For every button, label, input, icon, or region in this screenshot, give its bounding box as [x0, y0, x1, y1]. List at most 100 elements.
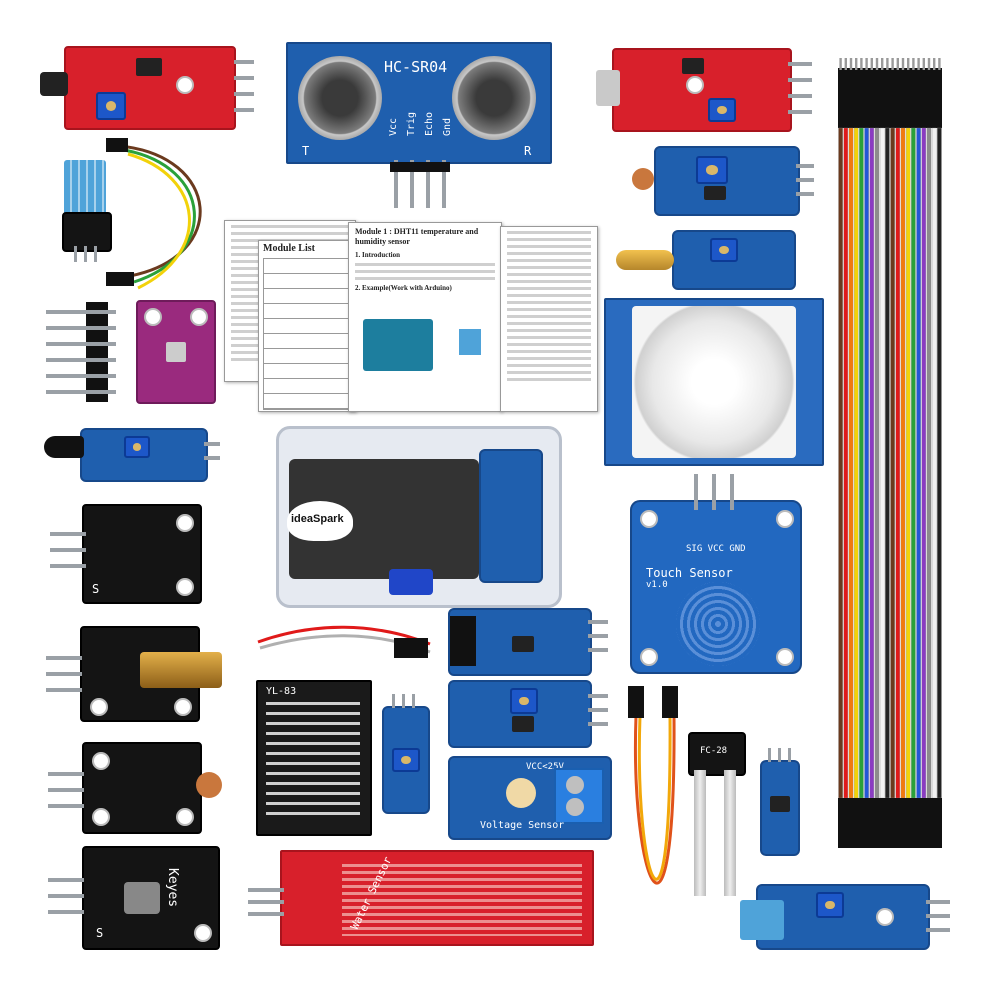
sensor-comparator-module [448, 680, 592, 748]
box-latch [389, 569, 433, 595]
s-pin-label: S [96, 926, 104, 940]
ribbon-wire [926, 127, 932, 799]
module-list-title: Module List [263, 243, 315, 254]
small-sensor-module [760, 760, 800, 856]
humidity-element [740, 900, 784, 940]
ultrasonic-model-label: HC-SR04 [384, 58, 448, 76]
ultrasonic-r-label: R [524, 144, 532, 158]
keyes-label: Keyes [165, 868, 180, 908]
terminal-screw [566, 776, 584, 794]
soil-moisture-probe: FC-28 [688, 732, 746, 776]
s-pin-label: S [92, 582, 100, 596]
storage-box: ideaSpark [276, 426, 562, 608]
pressure-sensor-module [136, 300, 216, 404]
ultrasonic-pin-echo: Echo [424, 111, 435, 136]
example-heading: 2. Example(Work with Arduino) [355, 284, 452, 292]
ribbon-wire [895, 127, 901, 799]
ir-receiver [124, 882, 160, 914]
ribbon-wire [879, 127, 885, 799]
keyes-ir-receiver-module: Keyes S [82, 846, 220, 950]
ribbon-wire [874, 127, 880, 799]
potentiometer [96, 92, 126, 120]
ribbon-wire [905, 127, 911, 799]
probe-leg-right [724, 770, 736, 896]
voltage-sensor-module: VCC<25V Voltage Sensor [448, 756, 612, 840]
photoresistor-module [82, 742, 202, 834]
soil-label: FC-28 [700, 746, 728, 756]
ribbon-pin [933, 58, 936, 70]
ribbon-pin [901, 58, 905, 70]
pir-motion-sensor [604, 298, 824, 466]
touch-pad [676, 582, 760, 666]
ultrasonic-pin-vcc: Vcc [388, 117, 399, 136]
header-pins [234, 60, 254, 64]
red-jumper-wire [257, 625, 431, 658]
ribbon-pin [891, 58, 894, 70]
ribbon-wire [859, 127, 864, 799]
ribbon-pin [870, 58, 873, 70]
ultrasonic-pin-gnd: Gnd [442, 117, 453, 136]
mount-hole [176, 76, 194, 94]
ribbon-wire [885, 127, 890, 799]
touch-version: v1.0 [646, 580, 668, 590]
brand-sticker [287, 501, 353, 541]
ir-led [44, 436, 84, 458]
ribbon-wire [853, 127, 859, 799]
tilt-sensor-module [672, 230, 796, 290]
ribbon-pin [844, 58, 847, 70]
water-level-sensor: Water Sensor [280, 850, 594, 946]
intro-heading: 1. Introduction [355, 251, 400, 259]
ribbon-bottom-connector [838, 798, 942, 848]
code-document [500, 226, 598, 412]
ribbon-pin [927, 58, 931, 70]
red-sensor-module-top-left [64, 46, 254, 130]
ribbon-pin [938, 58, 941, 70]
pin-header-strip [86, 302, 108, 402]
ribbon-wire [848, 127, 854, 799]
voltage-sensor-label: Voltage Sensor [480, 820, 565, 831]
ultrasonic-pin-trig: Trig [406, 111, 417, 136]
ribbon-pin [922, 58, 925, 70]
sensor-probe [40, 72, 68, 96]
jumper-wire-bundle [106, 138, 202, 290]
voltage-vcc-label: VCC<25V [526, 762, 564, 772]
ribbon-pin [849, 58, 853, 70]
pir-fresnel-lens [632, 306, 796, 458]
arduino-board-image [363, 319, 433, 371]
ribbon-wire [911, 127, 916, 799]
photoresistor [196, 772, 222, 798]
rainbow-ribbon-cable [838, 58, 942, 848]
ribbon-wire [937, 127, 942, 799]
ultrasonic-t-label: T [302, 144, 310, 158]
ribbon-pin [896, 58, 899, 70]
touch-sensor-module: SIG VCC GND Touch Sensor v1.0 [630, 500, 802, 674]
rain-sensor-controller [382, 706, 430, 814]
dht11-sensor [64, 160, 106, 216]
dht11-image [459, 329, 481, 355]
module1-document: Module 1 : DHT11 temperature and humidit… [348, 222, 502, 412]
brand-label: ideaSpark [291, 513, 344, 525]
ribbon-wire [890, 127, 895, 799]
keyes-module-1: S [82, 504, 202, 604]
ribbon-wire [864, 127, 869, 799]
photoresistor [632, 168, 654, 190]
ribbon-top-connector [838, 68, 942, 128]
ribbon-pin [917, 58, 920, 70]
probe-leg-left [694, 770, 706, 896]
flame-sensor-module [80, 428, 208, 482]
module1-heading: Module 1 : DHT11 temperature and humidit… [355, 227, 479, 246]
touch-title: Touch Sensor [646, 566, 733, 580]
ultrasonic-transducer-r [452, 56, 536, 140]
ribbon-wire [838, 127, 843, 799]
ribbon-wire [931, 127, 937, 799]
rain-sensor-label: YL-83 [266, 686, 297, 697]
microphone-capsule [596, 70, 620, 106]
comparator-chip [136, 58, 162, 76]
humidity-sensor-module [756, 884, 930, 950]
ir-obstacle-module [448, 608, 592, 676]
ultrasonic-transducer-t [298, 56, 382, 140]
potentiometer [708, 98, 736, 122]
ribbon-pin [855, 58, 858, 70]
dht11-board [62, 212, 112, 252]
